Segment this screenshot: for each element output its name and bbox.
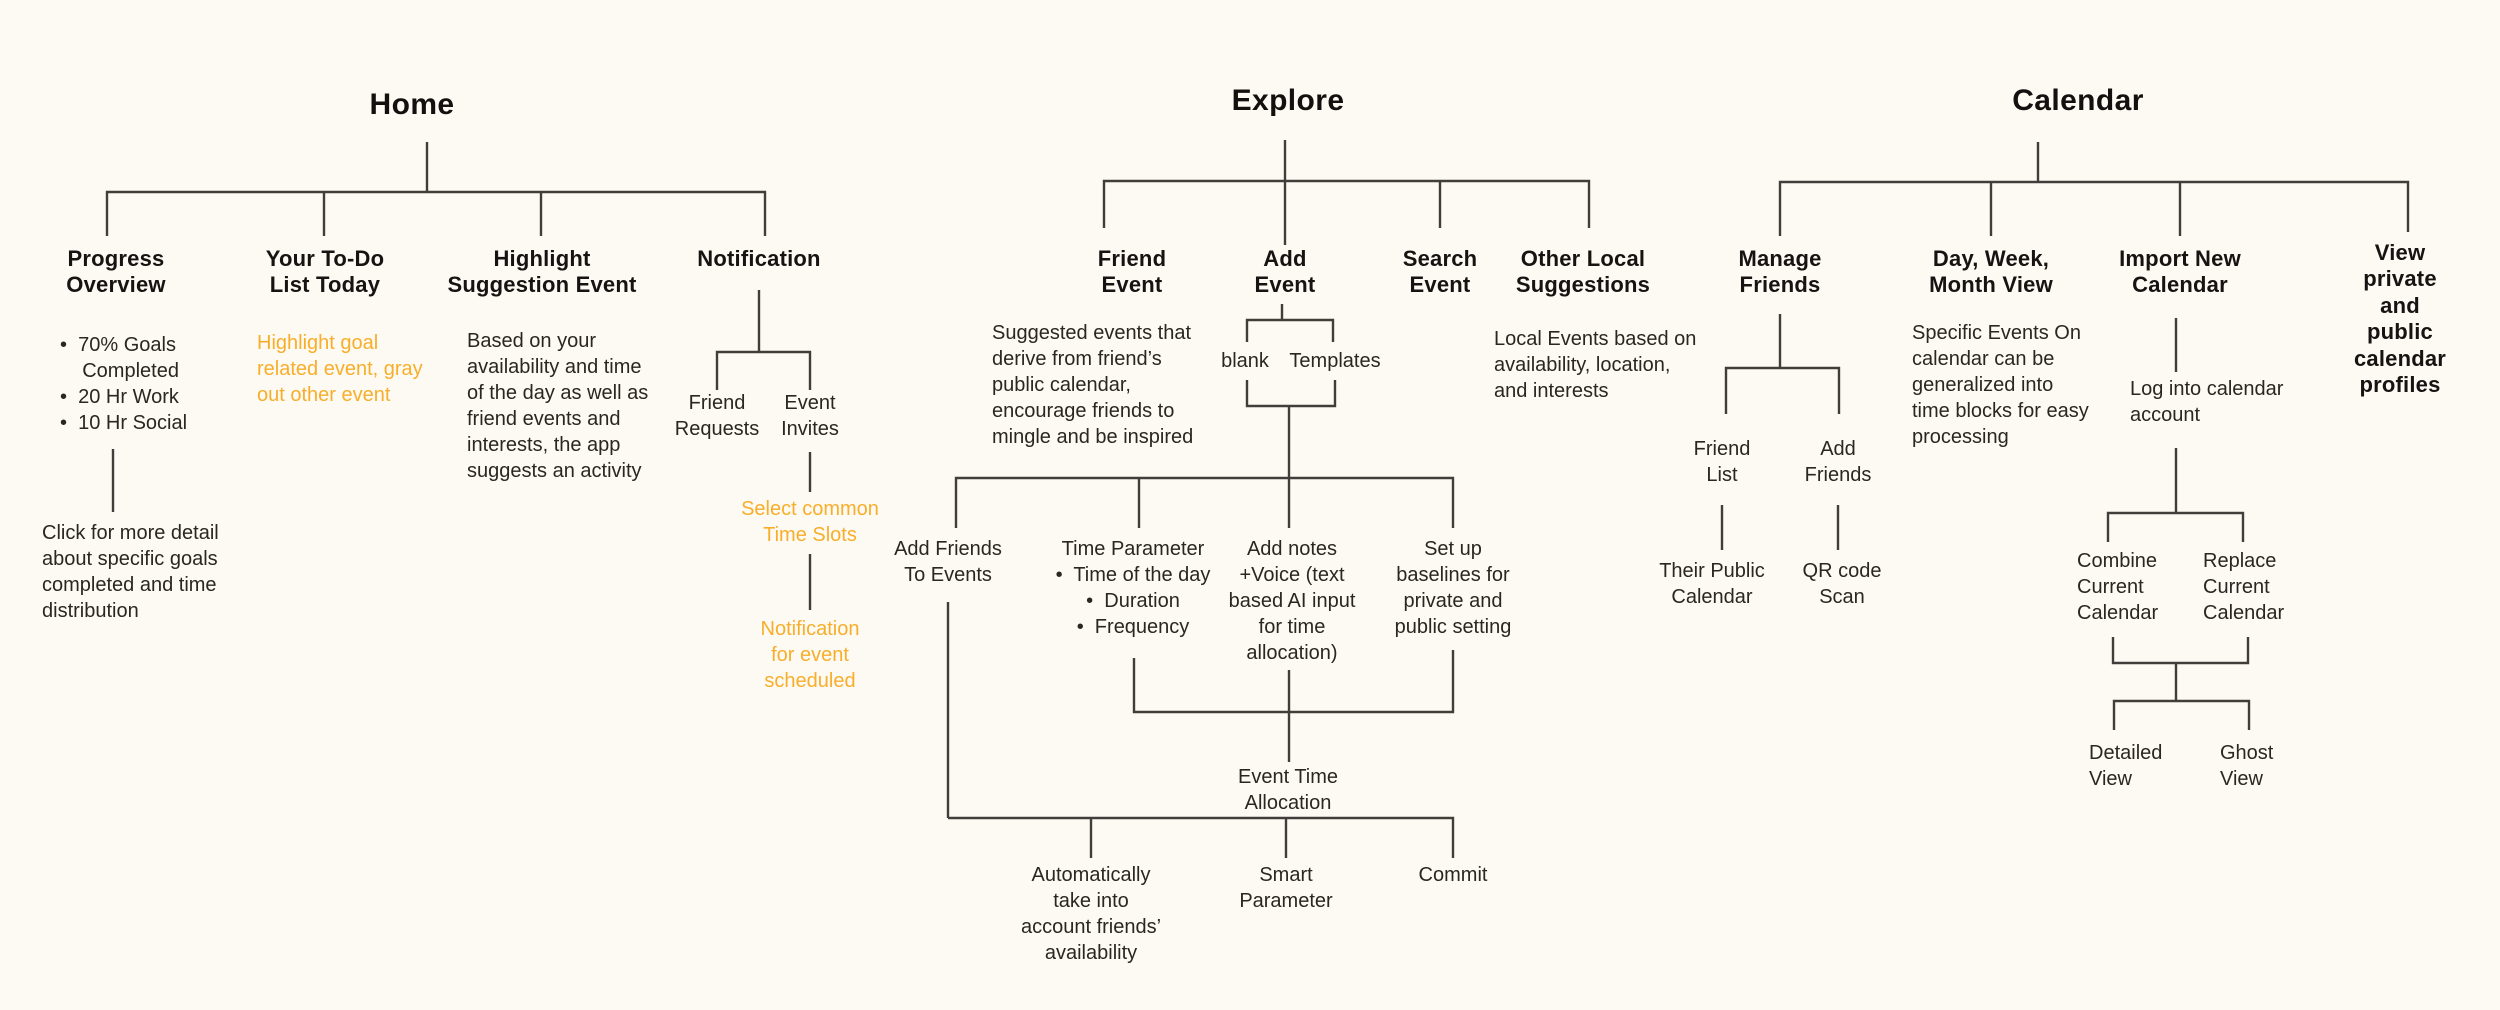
progress-detail-note: Click for more detail about specific goa… <box>42 522 219 622</box>
node-setup-baselines: Set up baselines for private and public … <box>1394 538 1512 638</box>
node-qr-code-scan: QR code Scan <box>1802 560 1882 608</box>
node-import-new-calendar: Import New Calendar <box>2119 246 2241 298</box>
node-add-event: Add Event <box>1254 246 1316 298</box>
node-add-notes-voice: Add notes +Voice (text based AI input fo… <box>1228 538 1356 664</box>
node-add-friends-to-events: Add Friends To Events <box>894 538 1002 586</box>
time-blocks-note: Specific Events On calendar can be gener… <box>1912 322 2089 448</box>
node-select-common-slots: Select common Time Slots <box>741 498 879 546</box>
node-replace-calendar: Replace Current Calendar <box>2203 550 2285 624</box>
todo-highlight-note: Highlight goal related event, gray out o… <box>257 332 423 406</box>
node-add-friends: Add Friends <box>1804 438 1872 486</box>
node-highlight-suggestion: Highlight Suggestion Event <box>447 246 637 298</box>
node-commit: Commit <box>1418 864 1488 886</box>
progress-bullet-list: • 70% Goals Completed • 20 Hr Work • 10 … <box>60 334 188 434</box>
local-events-note: Local Events based on availability, loca… <box>1494 328 1697 402</box>
calendar-stem-line <box>1778 142 2410 236</box>
calendar-title: Calendar <box>2012 84 2144 117</box>
node-day-week-month: Day, Week, Month View <box>1929 246 2053 298</box>
friend-list-lines <box>1720 505 1840 550</box>
blank-templates-merge <box>1245 380 1337 478</box>
node-time-parameter: Time Parameter • Time of the day • Durat… <box>1055 538 1211 638</box>
node-friend-event: Friend Event <box>1097 246 1167 298</box>
node-progress-overview: Progress Overview <box>66 246 166 298</box>
explore-flow-bracket <box>954 476 1455 528</box>
node-manage-friends: Manage Friends <box>1738 246 1822 298</box>
explore-stem-line <box>1102 140 1591 245</box>
add-event-split-bracket <box>1245 304 1335 342</box>
allocation-bottom-bracket <box>948 816 1455 858</box>
manage-friends-bracket <box>1724 314 1841 414</box>
node-log-into-account: Log into calendar account <box>2130 378 2284 426</box>
node-ghost-view: Ghost View <box>2220 742 2274 790</box>
node-notification: Notification <box>697 246 821 271</box>
node-view-profiles: View private and public calendar profile… <box>2353 240 2447 397</box>
node-todo-list: Your To-Do List Today <box>265 246 385 298</box>
node-their-public-calendar: Their Public Calendar <box>1659 560 1765 608</box>
node-auto-availability: Automatically take into account friends’… <box>1020 864 1162 964</box>
node-friend-requests: Friend Requests <box>674 392 760 440</box>
node-other-local: Other Local Suggestions <box>1515 246 1651 298</box>
node-notification-scheduled: Notification for event scheduled <box>760 618 860 692</box>
node-smart-parameter: Smart Parameter <box>1239 864 1333 912</box>
node-event-time-allocation: Event Time Allocation <box>1237 766 1339 814</box>
node-templates: Templates <box>1289 350 1381 372</box>
suggestion-logic-note: Based on your availability and time of t… <box>467 330 649 482</box>
node-blank: blank <box>1221 350 1269 372</box>
home-title: Home <box>369 88 455 121</box>
explore-title: Explore <box>1231 84 1345 117</box>
node-friend-list: Friend List <box>1693 438 1751 486</box>
combine-replace-merge <box>2111 637 2250 701</box>
node-event-invites: Event Invites <box>781 392 839 440</box>
node-detailed-view: Detailed View <box>2089 742 2163 790</box>
flow-merge-bracket <box>1132 650 1455 762</box>
node-combine-calendar: Combine Current Calendar <box>2077 550 2159 624</box>
notification-bracket <box>715 350 812 390</box>
import-calendar-lines <box>2106 318 2245 542</box>
home-children-bracket <box>105 190 767 236</box>
view-split-bracket <box>2112 699 2251 730</box>
friend-event-note: Suggested events that derive from friend… <box>992 322 1194 448</box>
node-search-event: Search Event <box>1402 246 1478 298</box>
